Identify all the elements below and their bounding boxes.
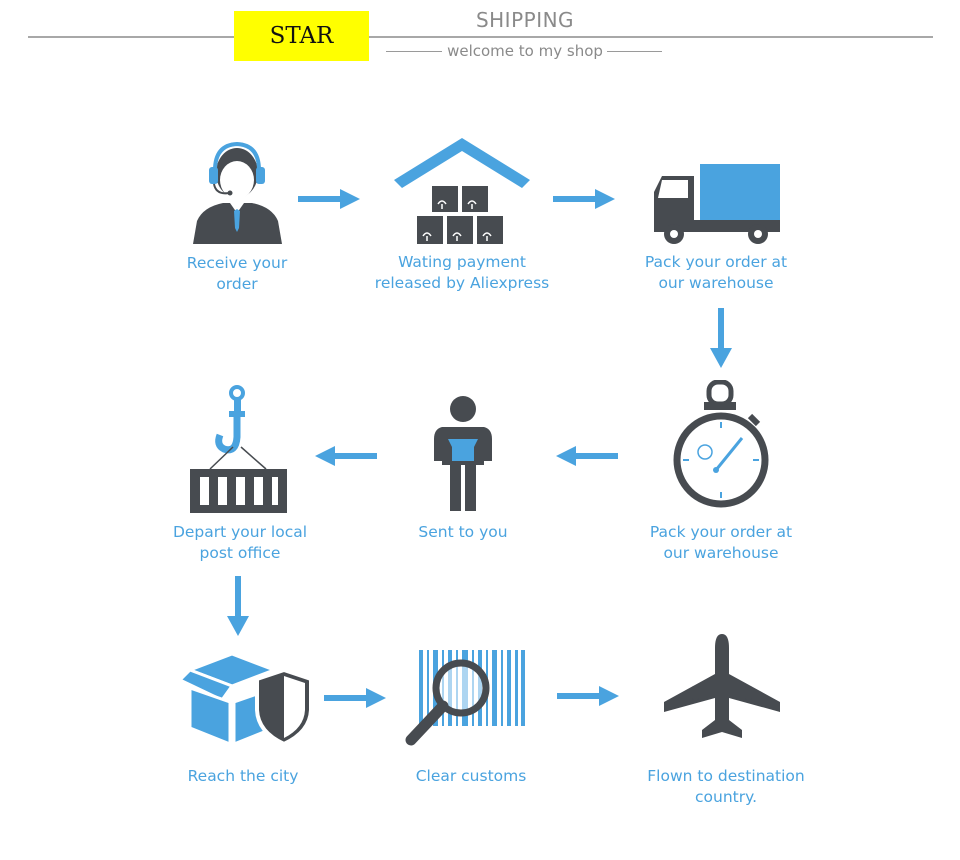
crane-container-icon bbox=[190, 385, 287, 513]
brand-badge: STAR bbox=[234, 11, 369, 61]
barcode-magnifier-icon bbox=[405, 650, 525, 746]
courier-person-icon bbox=[434, 396, 492, 511]
arrow-right-icon bbox=[298, 189, 360, 209]
warehouse-icon bbox=[394, 138, 530, 244]
step-label-flown-destination: Flown to destination country. bbox=[647, 767, 805, 806]
arrow-right-icon bbox=[553, 189, 615, 209]
subtitle-line-right bbox=[607, 51, 662, 52]
step-label-reach-city: Reach the city bbox=[187, 767, 299, 785]
page-title: SHIPPING bbox=[475, 8, 575, 32]
subtitle-line-left bbox=[386, 51, 442, 52]
arrow-right-icon bbox=[557, 686, 619, 706]
step-label-receive-order: Receive your order bbox=[186, 254, 288, 293]
step-label-pack-order-2: Pack your order at our warehouse bbox=[649, 523, 793, 562]
arrow-down-icon bbox=[227, 576, 249, 636]
step-label-depart-post-office: Depart your local post office bbox=[172, 523, 308, 562]
box-shield-icon bbox=[180, 652, 313, 747]
arrow-left-icon bbox=[315, 446, 377, 466]
page-subtitle: welcome to my shop bbox=[447, 42, 603, 60]
truck-icon bbox=[654, 164, 780, 244]
arrow-left-icon bbox=[556, 446, 618, 466]
step-label-pack-order: Pack your order at our warehouse bbox=[644, 253, 788, 292]
header-divider bbox=[28, 36, 933, 38]
airplane-icon bbox=[664, 634, 780, 738]
step-label-clear-customs: Clear customs bbox=[415, 767, 527, 785]
step-label-waiting-payment: Wating payment released by Aliexpress bbox=[374, 253, 550, 292]
arrow-down-icon bbox=[710, 308, 732, 368]
step-label-sent-to-you: Sent to you bbox=[418, 523, 508, 541]
stopwatch-icon bbox=[673, 380, 769, 508]
customer-service-icon bbox=[193, 141, 282, 244]
arrow-right-icon bbox=[324, 688, 386, 708]
